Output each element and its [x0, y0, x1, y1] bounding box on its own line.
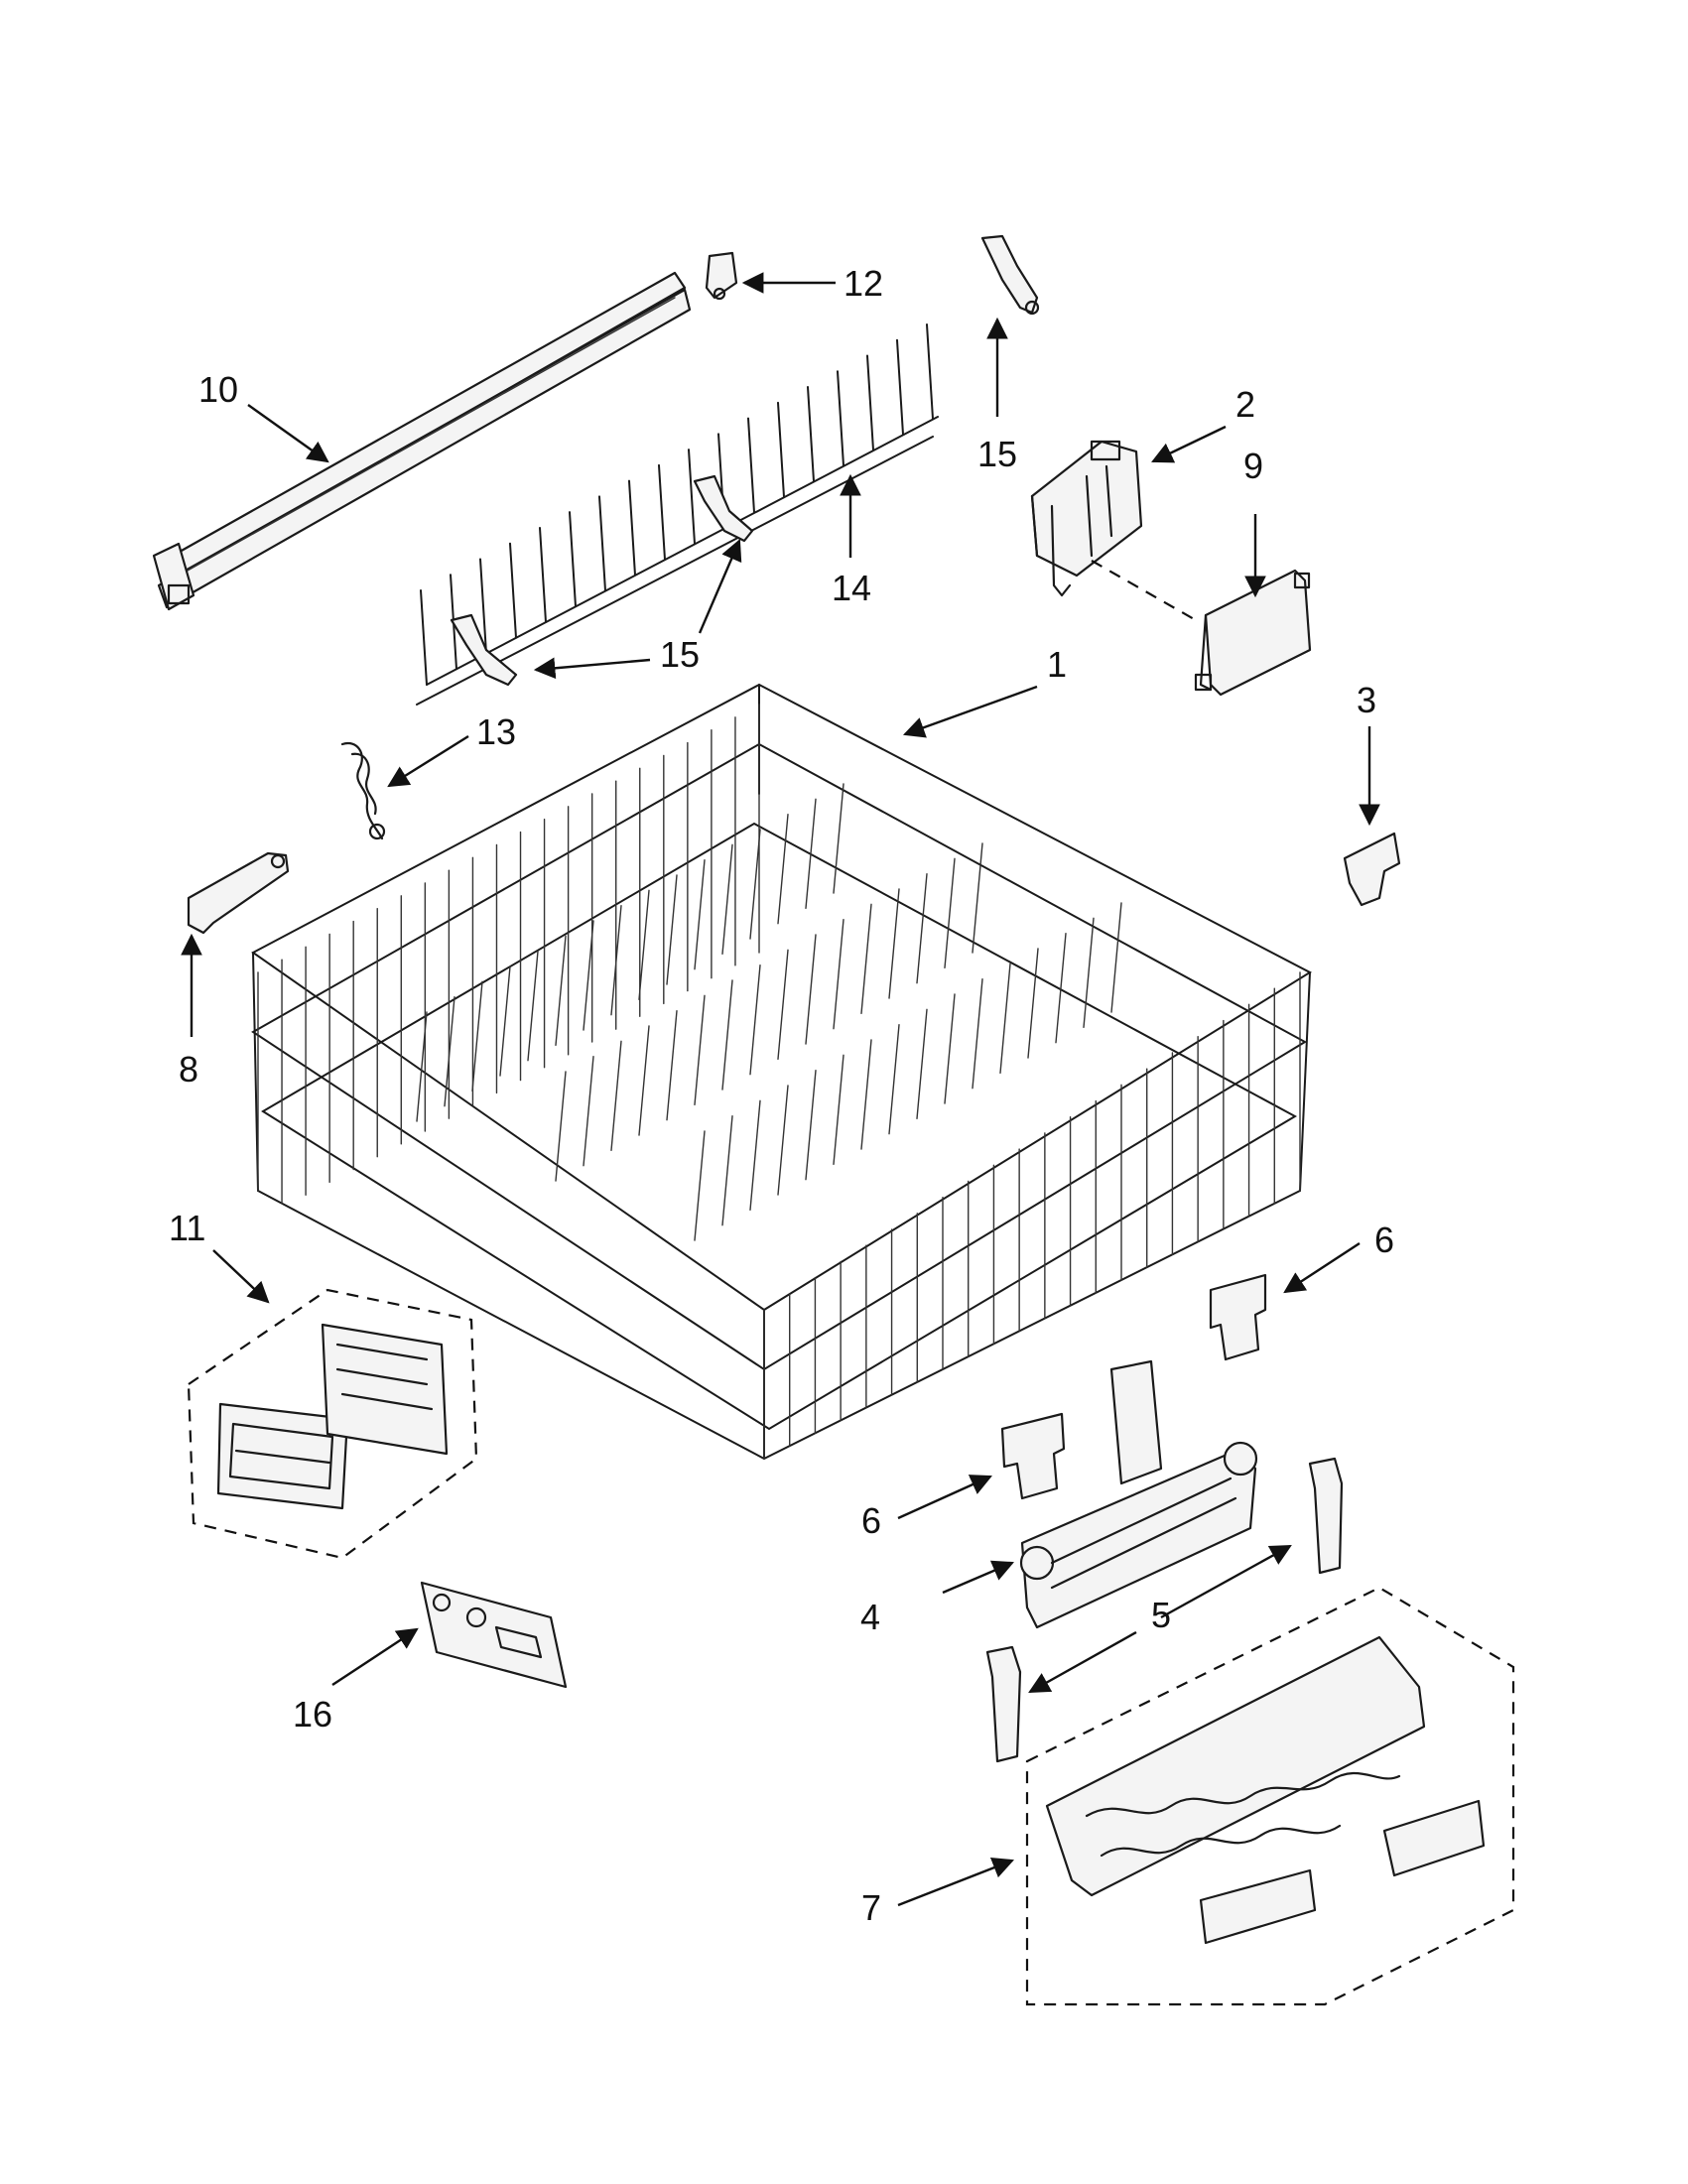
part-7-tray	[1025, 1586, 1515, 2006]
callout-1: 1	[1047, 644, 1067, 685]
callout-12: 12	[844, 263, 883, 304]
part-9-cover	[1194, 569, 1312, 697]
callout-14: 14	[832, 568, 871, 608]
callout-6-upper: 6	[1374, 1220, 1394, 1260]
callout-16: 16	[293, 1694, 332, 1734]
part-15-clip-mid	[450, 474, 754, 687]
part-14-tine-row	[416, 323, 939, 706]
callout-10: 10	[198, 369, 238, 410]
part-6-clip-upper	[1209, 1273, 1267, 1361]
callout-15-mid: 15	[660, 634, 700, 675]
part-10-rail	[152, 271, 692, 611]
callout-3: 3	[1357, 680, 1376, 720]
callout-5: 5	[1151, 1595, 1171, 1635]
part-8-arm	[187, 851, 290, 935]
part-11-handle	[187, 1288, 478, 1560]
callout-9: 9	[1243, 446, 1263, 486]
part-16-latch	[420, 1581, 568, 1689]
callout-11: 11	[169, 1208, 205, 1248]
callout-7: 7	[861, 1887, 881, 1928]
part-3-clip	[1343, 832, 1401, 907]
leaders	[181, 272, 1380, 1907]
callouts: 1 2 3 4 5 6 6 7 8 9 10 11 12 13 14 15 15…	[169, 263, 1394, 1928]
callout-6-lower: 6	[861, 1500, 881, 1541]
part-2-bracket	[1030, 440, 1143, 597]
part-5-clip-left	[985, 1645, 1022, 1763]
part-1-rack	[251, 683, 1313, 1461]
dash-2-to-9	[1091, 560, 1197, 621]
part-12-clip	[705, 251, 738, 301]
callout-13: 13	[476, 711, 516, 752]
callout-15-top: 15	[977, 434, 1017, 474]
callout-4: 4	[860, 1597, 880, 1637]
part-5-clip-right	[1308, 1457, 1344, 1575]
callout-8: 8	[179, 1049, 198, 1090]
callout-2: 2	[1235, 384, 1255, 425]
part-13-spring	[340, 741, 386, 840]
part-6-clip-lower	[1000, 1412, 1066, 1500]
part-15-clip-top	[980, 234, 1040, 316]
part-4-adjuster	[1019, 1359, 1258, 1629]
